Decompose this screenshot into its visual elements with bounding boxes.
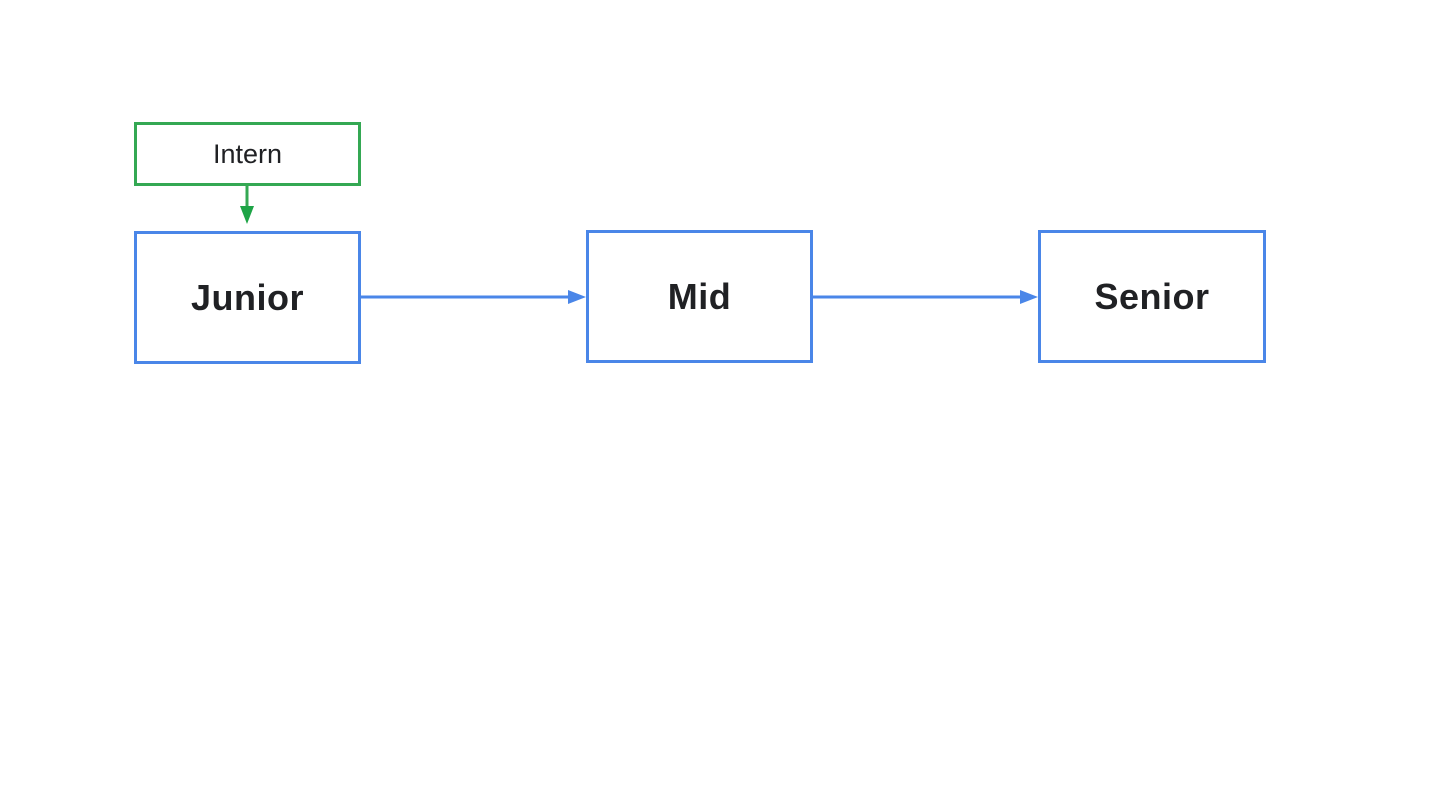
node-junior-label: Junior [190, 276, 304, 318]
node-senior[interactable]: Senior [1038, 230, 1266, 363]
node-mid[interactable]: Mid [586, 230, 813, 363]
node-intern-label: Intern [212, 138, 283, 169]
node-senior-label: Senior [1094, 275, 1210, 317]
edge-junior-to-mid-arrowhead [568, 290, 586, 304]
node-junior[interactable]: Junior [134, 231, 361, 364]
edge-intern-to-junior-arrowhead [240, 206, 254, 224]
edge-junior-to-mid [361, 290, 586, 304]
edge-mid-to-senior-arrowhead [1020, 290, 1038, 304]
node-mid-label: Mid [667, 275, 732, 317]
node-intern[interactable]: Intern [134, 122, 361, 186]
edge-intern-to-junior [240, 186, 254, 224]
edge-mid-to-senior [813, 290, 1038, 304]
